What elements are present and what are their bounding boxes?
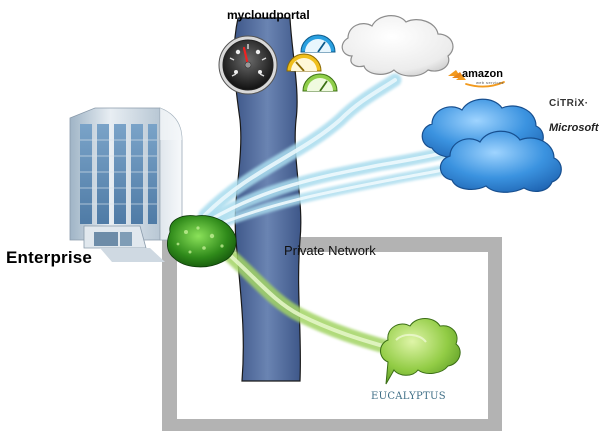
gauge-yellow (286, 53, 322, 72)
eucalyptus-logo-text: EUCALYPTUS (371, 391, 446, 402)
public-cloud-icon (421, 98, 562, 193)
speed-gauge-icon (286, 34, 338, 92)
microsoft-logo-text: Microsoft (549, 122, 599, 134)
dashboard-gauge-icon (218, 35, 278, 95)
tunnel-to-public-cloud-upper (204, 146, 454, 226)
amazon-cloud-icon (341, 15, 505, 88)
private-tunnel (205, 233, 405, 357)
tunnel-to-amazon (198, 73, 402, 222)
enterprise-label: Enterprise (6, 248, 93, 267)
portal-title: mycloudportal (227, 8, 310, 22)
eucalyptus-cloud-icon (380, 318, 461, 385)
public-tunnels (198, 73, 457, 231)
private-network-label: Private Network (284, 243, 376, 258)
amazon-logo-subtext: web services (476, 80, 504, 85)
gauge-blue (300, 34, 336, 53)
citrix-logo-text: CiTRiX· (549, 98, 589, 109)
gauge-green (302, 73, 338, 92)
office-building-icon (69, 107, 183, 262)
green-router-icon (166, 215, 237, 268)
amazon-logo-text: amazon (462, 68, 503, 80)
tunnel-to-public-cloud-lower (209, 163, 457, 231)
